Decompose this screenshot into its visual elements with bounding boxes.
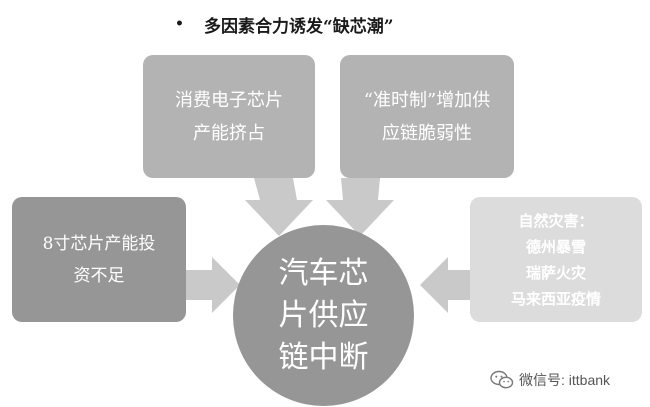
- arrow-just-in-time: [326, 178, 394, 236]
- factor-disasters-heading: 自然灾害：: [518, 211, 594, 230]
- arrow-8inch-wafer: [186, 257, 240, 313]
- wechat-icon: [490, 370, 514, 389]
- title-text: 多因素合力诱发“缺芯潮”: [203, 16, 394, 37]
- factor-disasters-item-2: 瑞萨火灾: [525, 263, 586, 282]
- factor-disasters-item-3: 马来西亚疫情: [510, 289, 601, 308]
- arrow-disasters: [420, 257, 470, 313]
- factor-disasters-item-1: 德州暴雪: [525, 237, 586, 256]
- factor-just-in-time: “准时制”增加供 应链脆弱性: [340, 55, 514, 178]
- factor-8inch-wafer-line-1: 8寸芯片产能投: [42, 233, 156, 254]
- factor-just-in-time-line-2: 应链脆弱性: [382, 122, 472, 144]
- factor-consumer-chips: 消费电子芯片 产能挤占: [143, 55, 315, 178]
- factor-disasters: 自然灾害： 德州暴雪 瑞萨火灾 马来西亚疫情: [470, 197, 642, 322]
- center-line-3: 链中断: [278, 339, 369, 375]
- center-line-1: 汽车芯: [278, 255, 369, 291]
- factor-consumer-chips-line-1: 消费电子芯片: [175, 89, 283, 111]
- watermark: 微信号: ittbank: [490, 370, 610, 390]
- diagram-title: • 多因素合力诱发“缺芯潮”: [175, 10, 394, 38]
- factor-8inch-wafer: 8寸芯片产能投 资不足: [12, 197, 186, 322]
- center-line-2: 片供应: [278, 297, 369, 333]
- factor-8inch-wafer-line-2: 资不足: [73, 265, 125, 286]
- center-node: 汽车芯 片供应 链中断: [233, 225, 414, 406]
- factor-just-in-time-line-1: “准时制”增加供: [363, 89, 491, 111]
- arrow-consumer-chips: [245, 178, 313, 236]
- title-bullet: •: [175, 16, 184, 32]
- factor-consumer-chips-line-2: 产能挤占: [193, 122, 265, 144]
- watermark-text: 微信号: ittbank: [519, 372, 611, 388]
